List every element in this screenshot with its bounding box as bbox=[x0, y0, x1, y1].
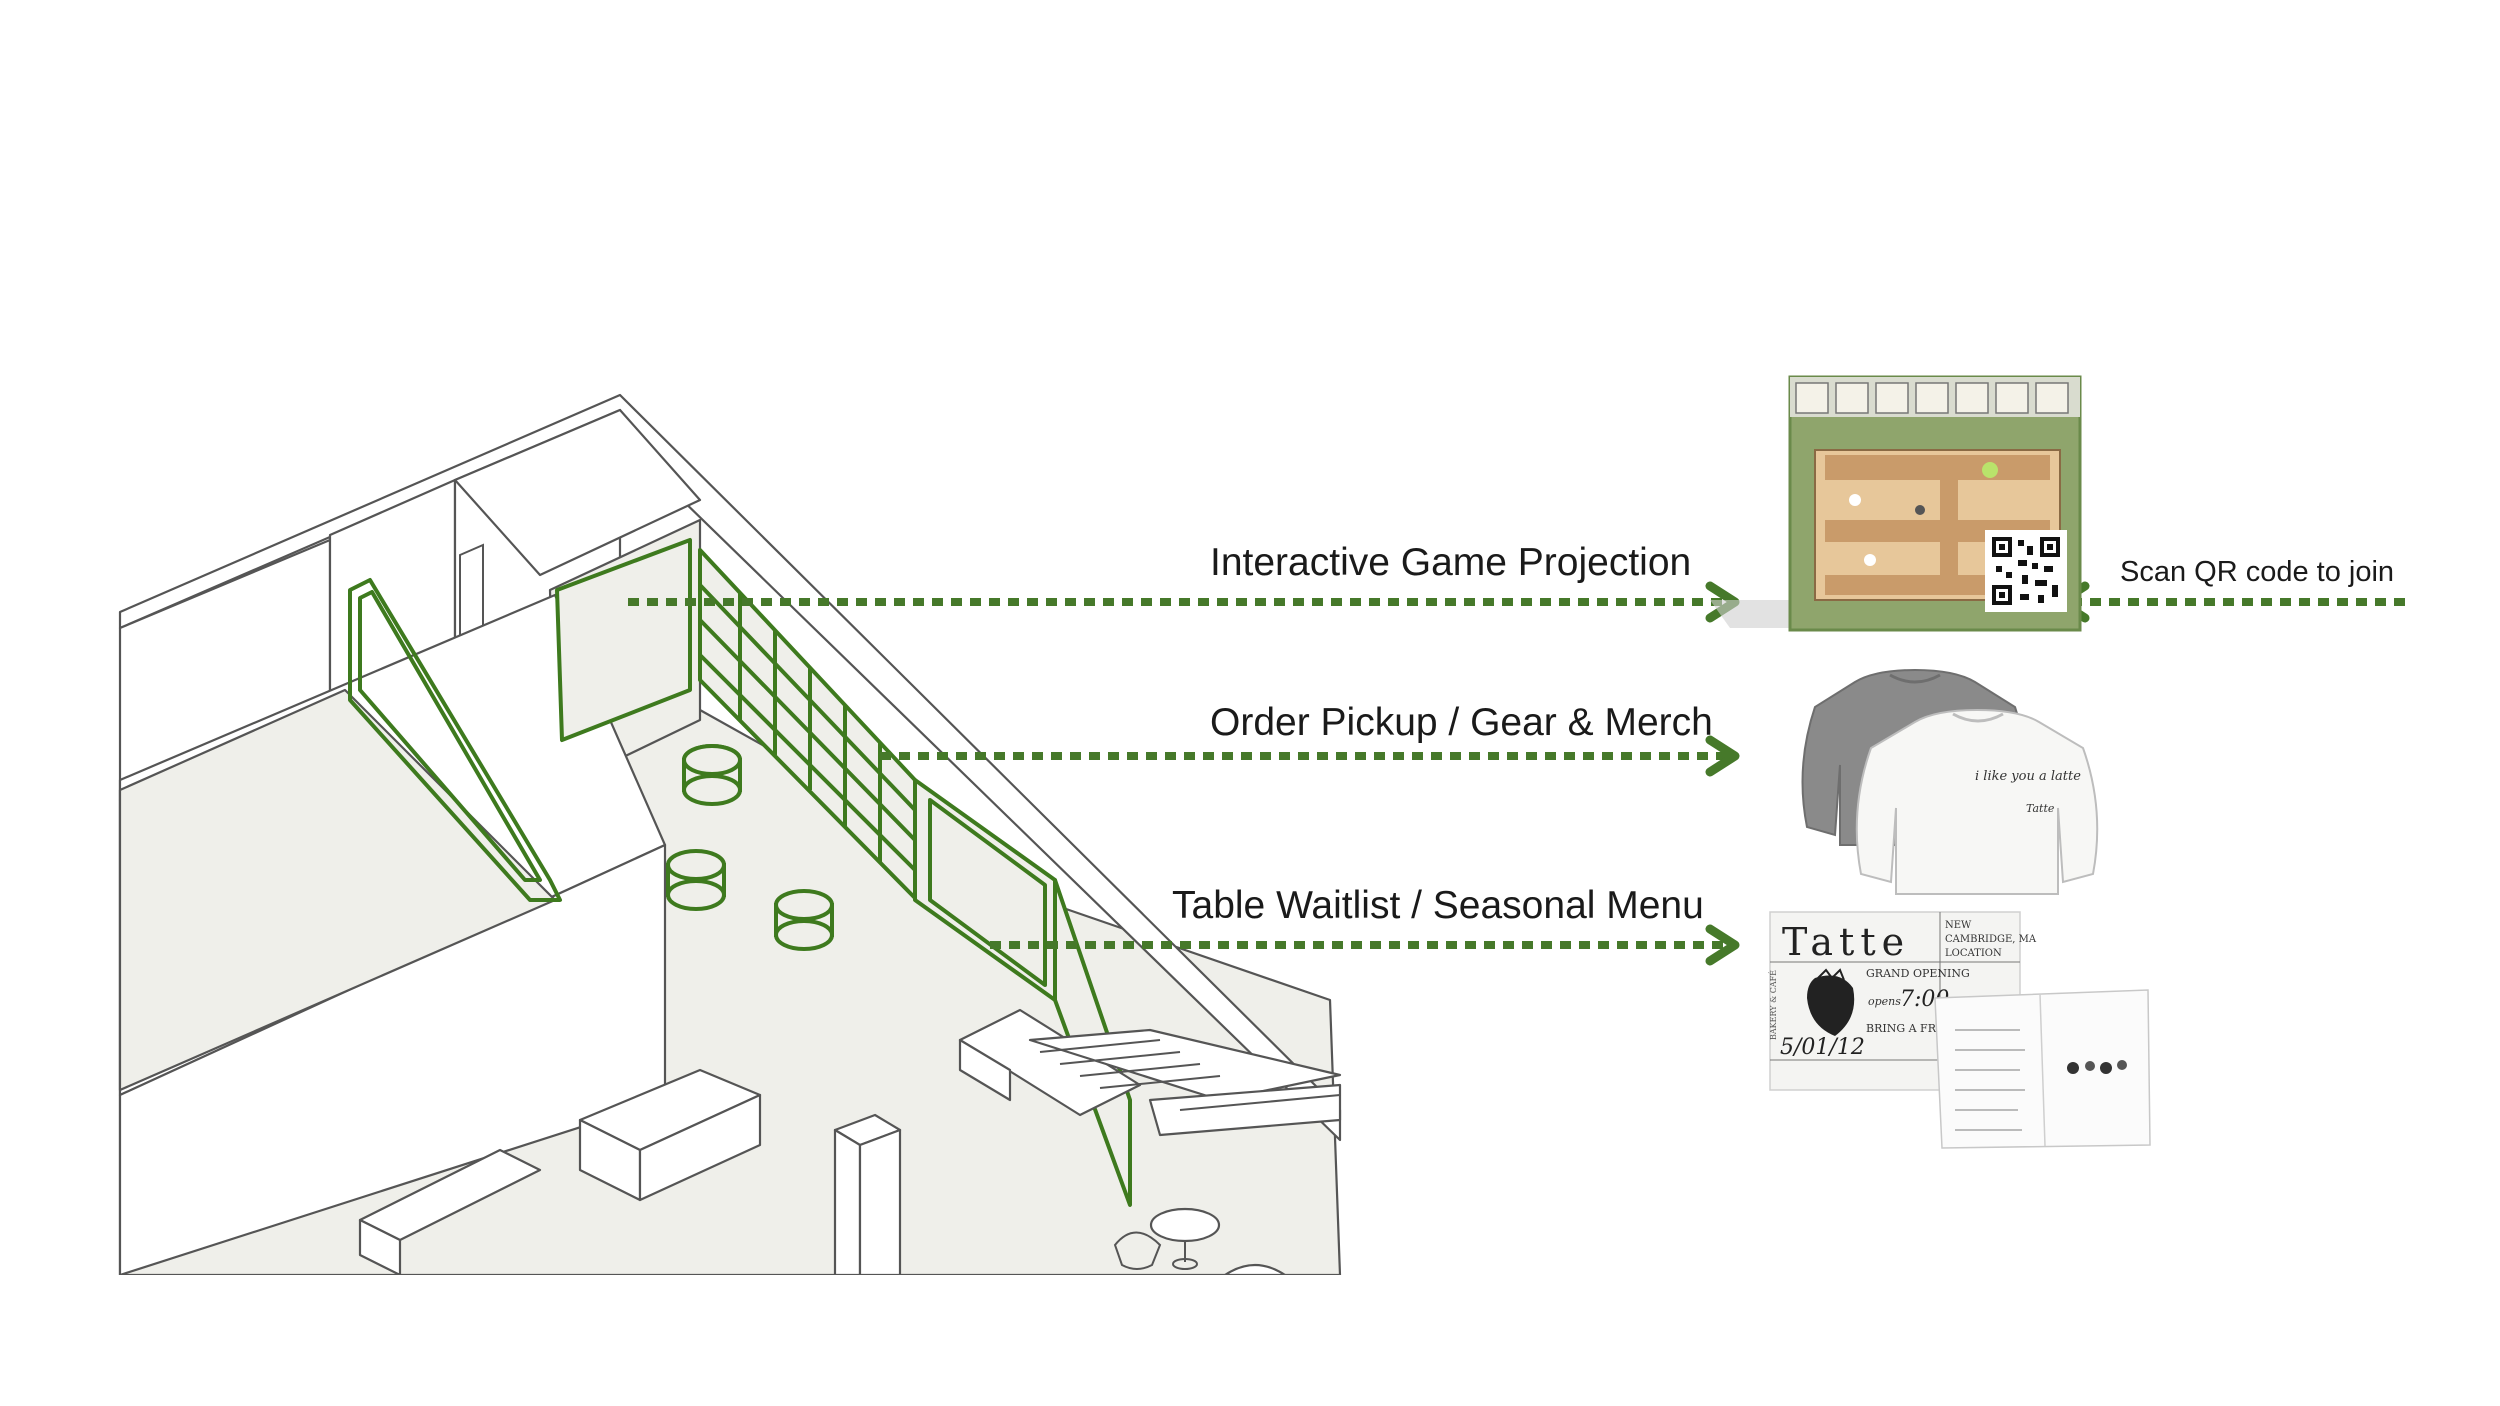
game-projection-image bbox=[1710, 375, 2082, 632]
menu-brand: Tatte bbox=[1782, 920, 1910, 964]
label-table-waitlist: Table Waitlist / Seasonal Menu bbox=[1172, 884, 1704, 927]
left-window-inner bbox=[358, 590, 542, 882]
pillar-front bbox=[833, 1128, 862, 1277]
stool-1 bbox=[682, 744, 742, 806]
label-order-pickup: Order Pickup / Gear & Merch bbox=[1210, 701, 1713, 744]
cafe-table bbox=[1113, 1207, 1287, 1277]
menu-headline-1: NEW bbox=[1945, 920, 1972, 931]
stool-2 bbox=[666, 849, 726, 911]
white-sweatshirt bbox=[1855, 708, 2099, 895]
menu-opens-label: opens bbox=[1868, 995, 1901, 1008]
menu-flyer: Tatte NEW CAMBRIDGE, MA LOCATION GRAND O… bbox=[1769, 911, 2151, 1149]
arrow-order-pickup bbox=[880, 735, 1740, 777]
pillar-side bbox=[858, 1128, 902, 1277]
shirt-script-text: i like you a latte bbox=[1975, 769, 2081, 784]
strawberry-icon bbox=[1807, 975, 1855, 1036]
isometric-floor-plan bbox=[118, 393, 1342, 1277]
menu-subtitle: BAKERY & CAFÉ bbox=[1769, 970, 1778, 1040]
stairs bbox=[958, 1008, 1342, 1137]
stool-3 bbox=[774, 889, 834, 951]
counter-frame bbox=[928, 798, 1047, 987]
shirt-tag-text: Tatte bbox=[2026, 802, 2055, 815]
menu-headline-2: CAMBRIDGE, MA bbox=[1945, 934, 2037, 945]
menu-headline-3: LOCATION bbox=[1945, 948, 2002, 959]
merch-sweatshirts: i like you a latte Tatte bbox=[1801, 668, 2099, 895]
low-counter-1-side bbox=[638, 1093, 762, 1202]
menu-grand-opening: GRAND OPENING bbox=[1866, 967, 1970, 980]
small-room-back bbox=[453, 408, 702, 577]
label-qr-hint: Scan QR code to join bbox=[2120, 556, 2394, 588]
plan-crop-mask bbox=[0, 1275, 1400, 1406]
arrow-table-waitlist bbox=[990, 924, 1740, 966]
left-window-frame bbox=[348, 578, 562, 902]
menu-date: 5/01/12 bbox=[1780, 1035, 1865, 1060]
projection-screen-wall bbox=[555, 538, 692, 742]
label-game-projection: Interactive Game Projection bbox=[1210, 541, 1691, 584]
arrow-qr-scan bbox=[2055, 581, 2405, 623]
menu-bring-friend: BRING A FRI bbox=[1866, 1022, 1940, 1035]
qr-code bbox=[1985, 530, 2067, 612]
